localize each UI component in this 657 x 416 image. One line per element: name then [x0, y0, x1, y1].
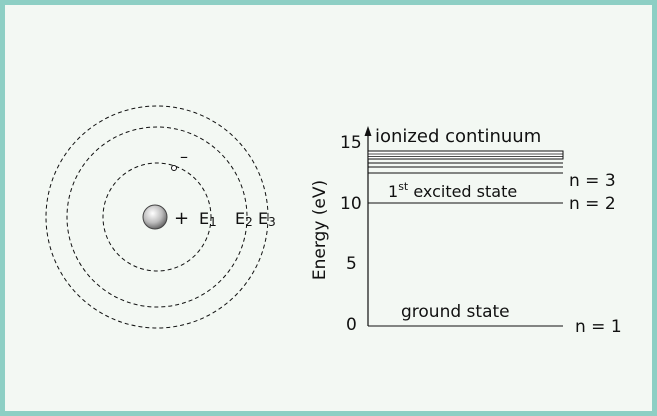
excited-state-label: 1st excited state — [388, 180, 517, 201]
energy-level-diagram: Energy (eV) 15 10 5 0 ionized continuum … — [310, 126, 622, 337]
tick-label-15: 15 — [340, 133, 362, 153]
orbit-label-e2: E2 — [235, 209, 253, 229]
tick-label-10: 10 — [340, 194, 362, 214]
orbit-2 — [66, 126, 248, 308]
nucleus — [142, 204, 168, 230]
electron-charge: – — [180, 147, 188, 166]
energy-axis-label: Energy (eV) — [310, 180, 330, 280]
atom-model: + – E1 E2 E3 — [45, 105, 276, 329]
tick-label-0: 0 — [346, 315, 357, 335]
orbit-1 — [102, 162, 212, 272]
ground-state-label: ground state — [401, 302, 510, 322]
level-label-n3: n = 3 — [569, 171, 616, 191]
tick-label-5: 5 — [346, 254, 357, 274]
ionized-continuum-band — [367, 150, 564, 160]
nucleus-charge: + — [174, 208, 189, 229]
axis-arrow-icon — [364, 126, 372, 136]
orbit-3 — [45, 105, 269, 329]
level-label-n2: n = 2 — [569, 194, 616, 214]
orbit-label-e1: E1 — [199, 209, 217, 229]
continuum-label: ionized continuum — [375, 126, 541, 147]
electron — [171, 165, 177, 171]
level-label-n1: n = 1 — [575, 317, 622, 337]
orbit-label-e3: E3 — [258, 209, 276, 229]
